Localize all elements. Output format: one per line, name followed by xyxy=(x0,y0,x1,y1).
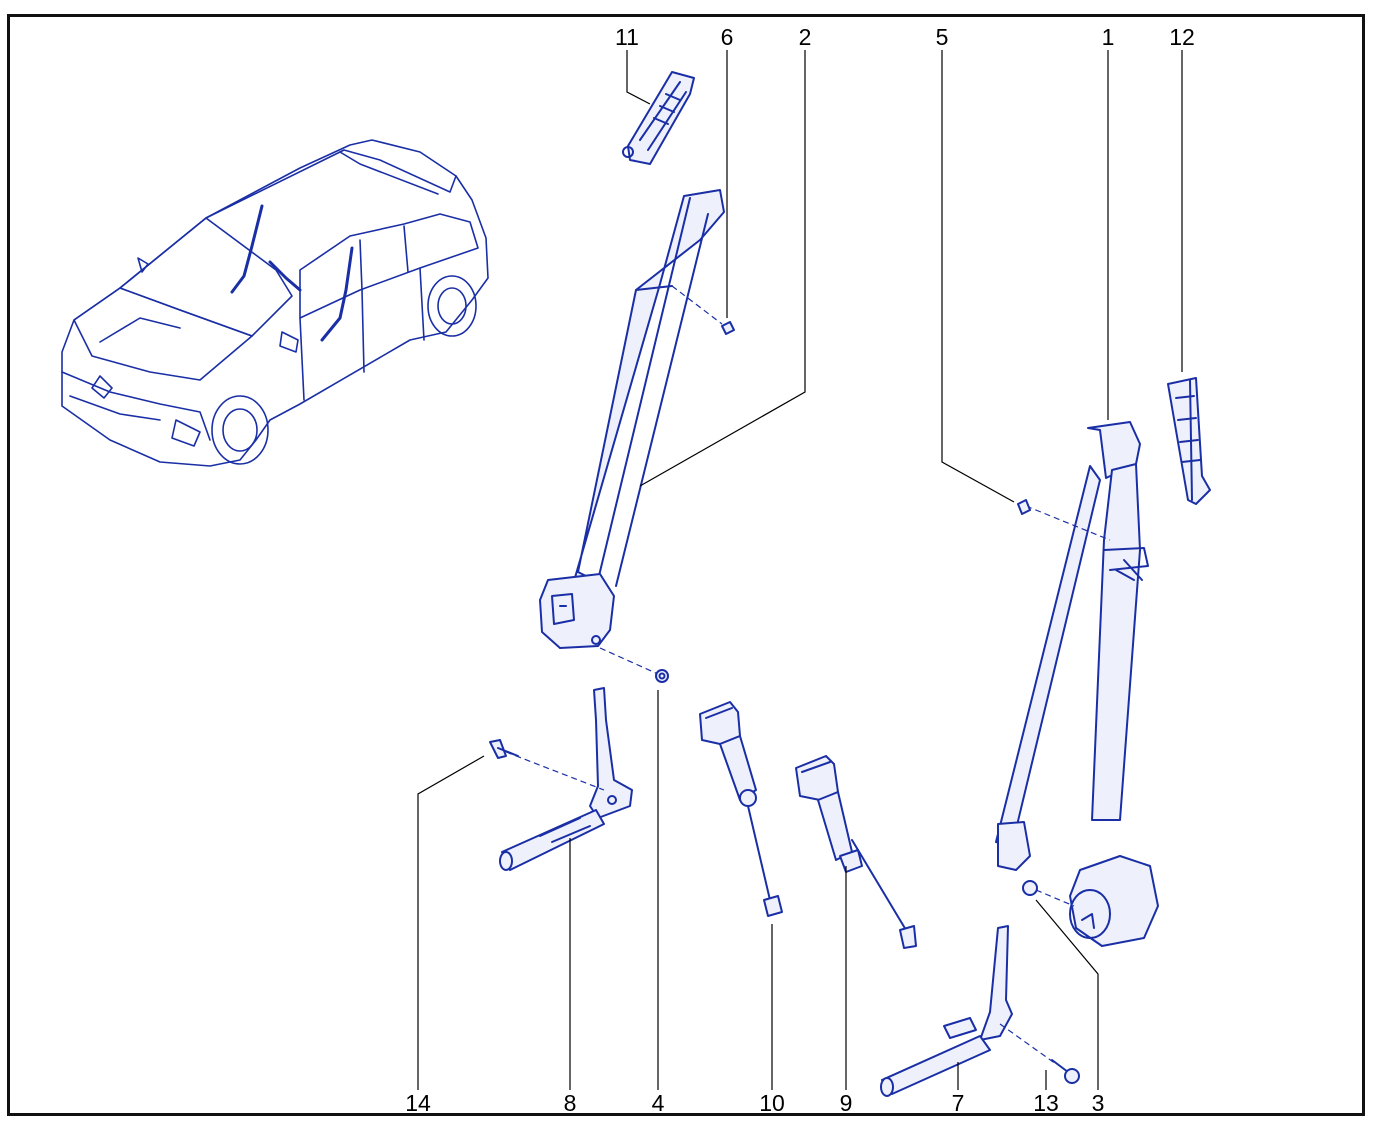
part-8-buckle-rail xyxy=(499,687,633,871)
callout-13: 13 xyxy=(1033,1090,1059,1116)
part-11-height-adjuster xyxy=(622,71,695,165)
part-9-buckle xyxy=(795,755,917,949)
callout-1: 1 xyxy=(1101,24,1115,50)
callout-2: 2 xyxy=(798,24,812,50)
callout-7: 7 xyxy=(951,1090,965,1116)
callout-3: 3 xyxy=(1091,1090,1105,1116)
part-2-front-seat-belt xyxy=(539,189,725,675)
leader-lines xyxy=(417,50,1183,1090)
part-1-rear-seat-belt xyxy=(995,421,1159,947)
callout-4: 4 xyxy=(651,1090,665,1116)
part-7-buckle-rail xyxy=(880,925,1057,1097)
callout-8: 8 xyxy=(563,1090,577,1116)
part-10-buckle xyxy=(699,701,783,917)
part-3-bolt xyxy=(1022,880,1038,896)
callout-12: 12 xyxy=(1169,24,1195,50)
part-4-bolt xyxy=(655,669,669,683)
part-5-screw xyxy=(1017,499,1031,515)
part-6-screw xyxy=(721,321,735,335)
callout-14: 14 xyxy=(405,1090,431,1116)
part-13-bolt xyxy=(1051,1059,1080,1084)
callout-6: 6 xyxy=(720,24,734,50)
callout-9: 9 xyxy=(839,1090,853,1116)
callout-5: 5 xyxy=(935,24,949,50)
part-12-rear-adjuster xyxy=(1167,377,1211,505)
callout-11: 11 xyxy=(615,24,639,50)
part-14-bolt xyxy=(489,739,519,759)
callout-10: 10 xyxy=(759,1090,785,1116)
vehicle-overview xyxy=(61,139,489,467)
